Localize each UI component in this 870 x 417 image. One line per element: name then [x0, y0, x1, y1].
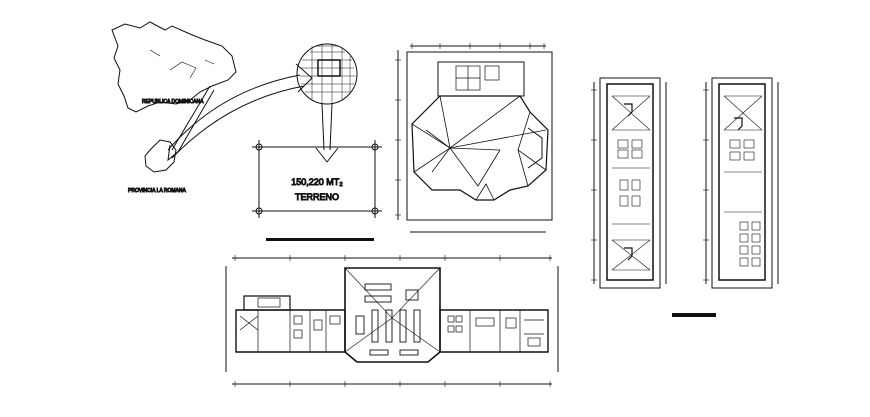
- roof-hips: [411, 95, 547, 201]
- roof-plan: [395, 43, 553, 233]
- site-corner-markers: [252, 140, 382, 218]
- location-map: REPUBLICA DOMINICANA PROVINCIA LA ROMANA: [111, 21, 313, 195]
- west-wing: [235, 309, 346, 353]
- island-outline: [111, 21, 237, 113]
- coast-detail: [149, 49, 215, 79]
- roof-upper-rooms: [455, 65, 500, 91]
- central-hall: [344, 267, 441, 363]
- east-rooms: [447, 310, 544, 352]
- west-rooms: [239, 310, 341, 352]
- hall-diagonals: [344, 267, 441, 353]
- hall-tables: [355, 283, 421, 356]
- map-arrow-curve: [167, 63, 313, 159]
- section-a: [591, 77, 667, 289]
- roof-upper-wing: [437, 61, 525, 97]
- scale-bar-small: [672, 313, 716, 317]
- site-area-label: 150,220 MT₂: [291, 177, 343, 187]
- roof-outline: [411, 95, 549, 201]
- province-outline: [144, 139, 177, 173]
- scale-bar: [266, 238, 374, 241]
- roof-bay: [527, 127, 543, 169]
- detail-circle: [296, 43, 358, 163]
- floor-plan: [225, 255, 559, 387]
- section-b: [672, 77, 779, 317]
- country-label: REPUBLICA DOMINICANA: [142, 99, 204, 105]
- province-label: PROVINCIA LA ROMANA: [128, 188, 186, 194]
- detail-arrow: [315, 103, 339, 163]
- terrain-label: TERRENO: [295, 192, 339, 202]
- site-plan: 150,220 MT₂ TERRENO: [252, 140, 382, 241]
